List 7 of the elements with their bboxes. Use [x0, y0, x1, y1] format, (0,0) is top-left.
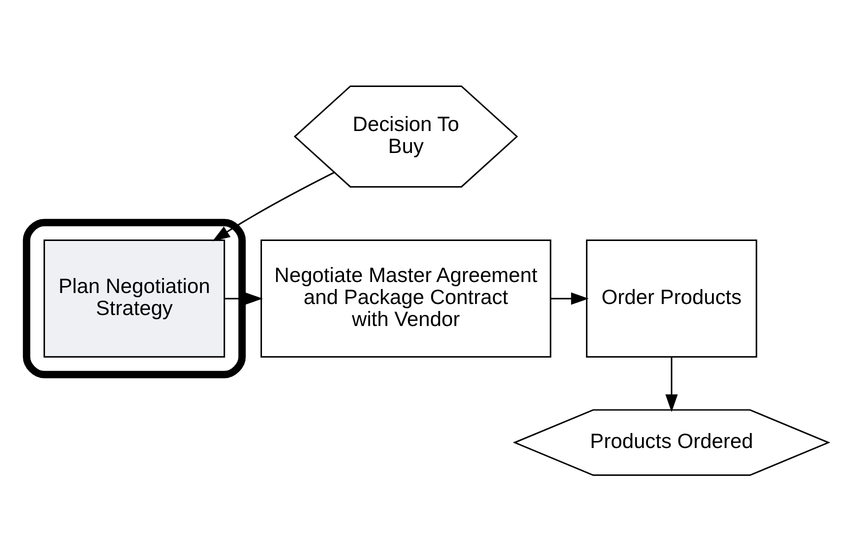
- arrow: [212, 171, 335, 241]
- node-box: Negotiate Master Agreement and Package Contract with Vendor: [260, 239, 552, 358]
- arrow: [550, 292, 589, 304]
- node-box: Plan Negotiation Strategy: [44, 239, 226, 358]
- node-box: Order Products: [586, 239, 758, 358]
- arrow: [665, 356, 678, 412]
- arrow: [224, 292, 263, 304]
